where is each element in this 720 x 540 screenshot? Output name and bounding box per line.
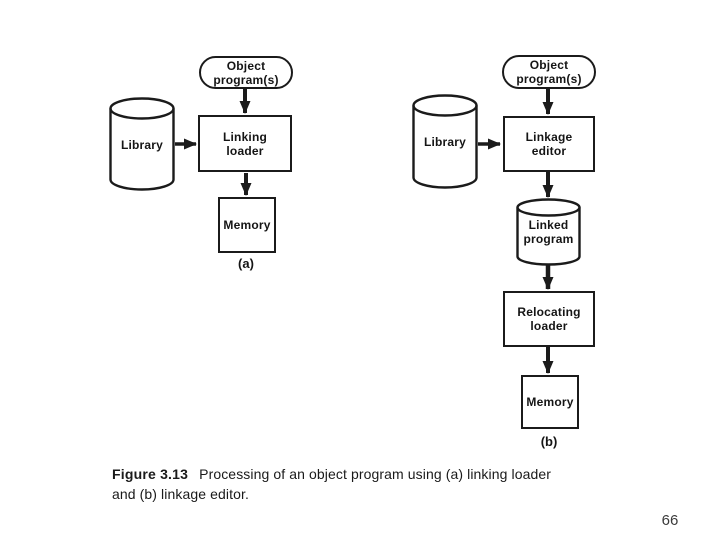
figure-caption-number: Figure 3.13 [112, 466, 189, 482]
node-a-object-programs: Object program(s) [199, 56, 293, 89]
node-a-linking-loader-label: Linking loader [222, 129, 268, 158]
node-a-object-programs-label: Object program(s) [213, 58, 279, 87]
node-b-library-label: Library [423, 135, 467, 149]
diagram-b-tag: (b) [540, 434, 558, 449]
figure-caption: Figure 3.13 Processing of an object progr… [112, 464, 628, 504]
node-b-memory: Memory [521, 375, 579, 429]
library-a-cylinder [109, 97, 175, 191]
node-b-object-programs: Object program(s) [502, 55, 596, 89]
figure-caption-text2: and (b) linkage editor. [112, 486, 249, 502]
page-number: 66 [661, 512, 679, 529]
node-a-memory-label: Memory [223, 218, 271, 232]
node-b-relocating-loader-label: Relocating loader [517, 305, 581, 333]
node-b-object-programs-label: Object program(s) [516, 58, 582, 86]
figure-caption-line1: Figure 3.13 Processing of an object progr… [112, 466, 551, 482]
linked-program-cylinder [516, 198, 581, 266]
diagram-a-tag: (a) [238, 256, 254, 271]
figure-caption-text1: Processing of an object program using (a… [199, 466, 552, 482]
node-b-linkage-editor: Linkage editor [503, 116, 595, 172]
node-b-relocating-loader: Relocating loader [503, 291, 595, 347]
node-b-library: Library [413, 97, 477, 187]
node-a-library-label: Library [120, 138, 164, 152]
node-a-linking-loader: Linking loader [198, 115, 292, 172]
node-b-linked-program-label: Linked program [523, 218, 574, 246]
node-a-memory: Memory [218, 197, 276, 253]
node-a-library: Library [110, 100, 174, 190]
library-b-cylinder [412, 94, 478, 189]
node-b-linked-program: Linked program [517, 200, 580, 264]
node-b-memory-label: Memory [526, 395, 574, 409]
node-b-linkage-editor-label: Linkage editor [525, 130, 573, 158]
